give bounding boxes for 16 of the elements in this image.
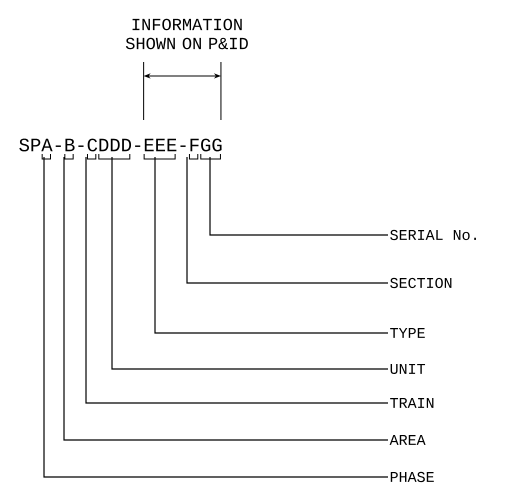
field-label: SERIAL No. xyxy=(390,230,476,240)
field-label: SECTION xyxy=(390,278,452,288)
leader-line xyxy=(186,157,388,284)
leader-line xyxy=(111,157,388,370)
leader-line xyxy=(43,157,388,478)
leader-line xyxy=(209,157,388,236)
leader-line xyxy=(154,157,388,334)
field-label: TRAIN xyxy=(390,398,434,408)
dimension-label: INFORMATION SHOWN ON P&ID xyxy=(126,18,248,50)
field-label: AREA xyxy=(390,435,426,445)
leader-line xyxy=(63,157,388,441)
field-label: PHASE xyxy=(390,472,434,482)
code-text: SPA-B-CDDD-EEE-FGG xyxy=(19,138,222,152)
field-label: UNIT xyxy=(390,364,426,374)
leader-line xyxy=(85,157,388,404)
field-label: TYPE xyxy=(390,328,425,338)
